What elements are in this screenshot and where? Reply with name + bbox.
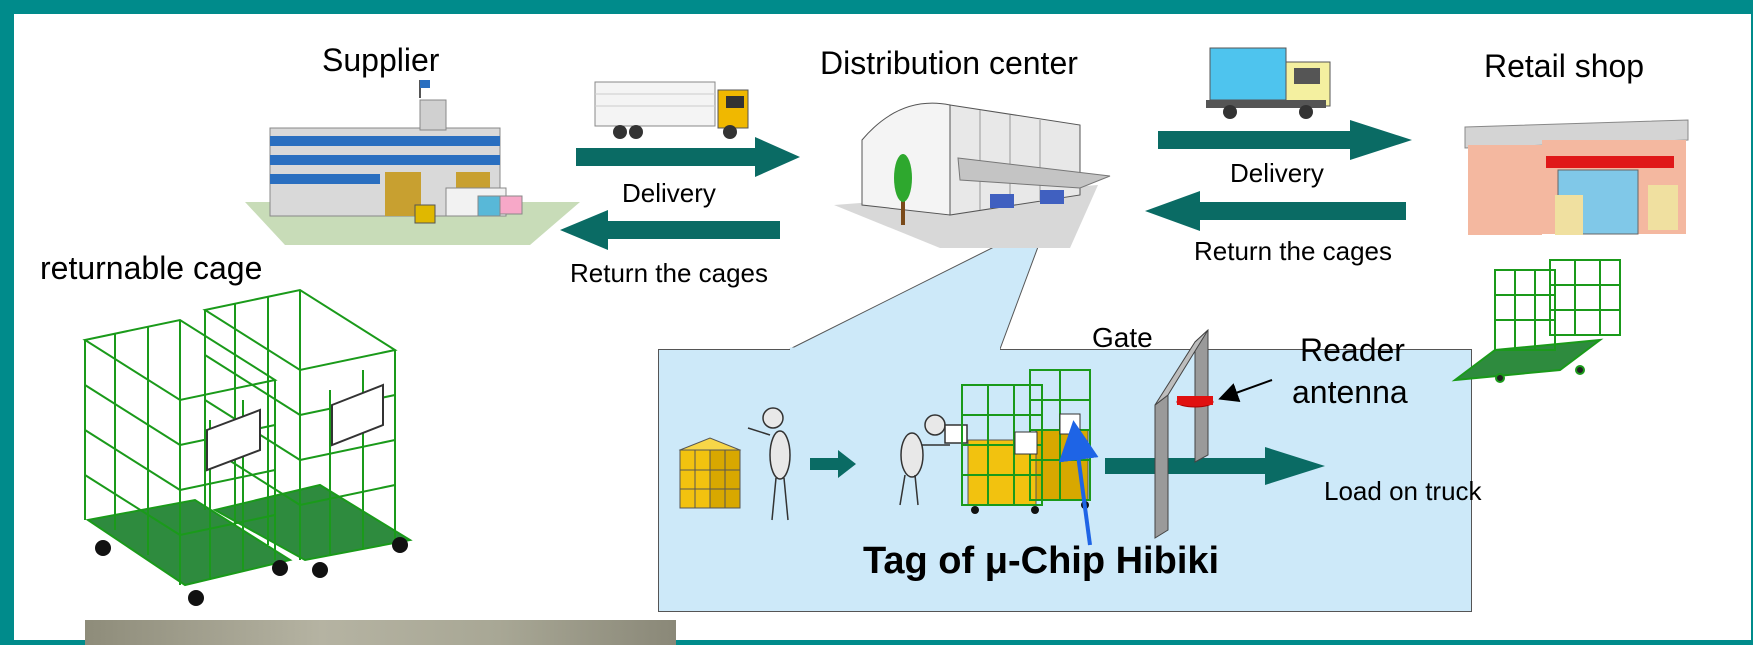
gate-label: Gate	[1092, 322, 1153, 353]
supplier-label: Supplier	[322, 42, 440, 78]
returnable-cage-label: returnable cage	[40, 250, 263, 286]
gate-icon	[1154, 328, 1214, 539]
antenna-label: antenna	[1292, 374, 1408, 410]
cage-icon	[1451, 259, 1621, 383]
cage-icon-loaded	[961, 369, 1091, 514]
shop-icon	[1464, 119, 1689, 235]
delivery-label-left: Delivery	[622, 178, 716, 208]
load-on-truck-label: Load on truck	[1324, 476, 1482, 506]
box-stack-icon	[678, 437, 742, 509]
delivery-arrow-right-section	[1158, 120, 1412, 160]
cage-icon-large	[82, 288, 413, 606]
retail-shop-label: Retail shop	[1484, 48, 1645, 84]
worker-icon	[747, 407, 791, 521]
small-truck-icon	[1206, 47, 1331, 119]
process-arrow	[810, 450, 856, 478]
return-cages-label-right: Return the cages	[1194, 236, 1393, 266]
antenna-pointer	[1218, 379, 1273, 402]
return-cages-label-left: Return the cages	[570, 258, 769, 288]
worker-icon-loading	[899, 414, 968, 506]
load-arrow	[1105, 447, 1325, 485]
callout-pointer	[789, 218, 1049, 351]
delivery-label-right: Delivery	[1230, 158, 1324, 188]
tag-label: Tag of μ-Chip Hibiki	[863, 540, 1220, 582]
return-arrow-left-section	[560, 210, 780, 250]
supplier-factory-icon	[245, 80, 580, 245]
delivery-arrow-left-section	[576, 137, 800, 177]
reader-label: Reader	[1300, 332, 1405, 368]
distribution-center-label: Distribution center	[820, 45, 1078, 81]
tag-pointer	[1058, 420, 1099, 546]
warehouse-icon	[834, 102, 1111, 248]
return-arrow-right-section	[1145, 191, 1406, 231]
cage-photo	[85, 620, 676, 645]
semi-truck-icon	[594, 81, 749, 139]
